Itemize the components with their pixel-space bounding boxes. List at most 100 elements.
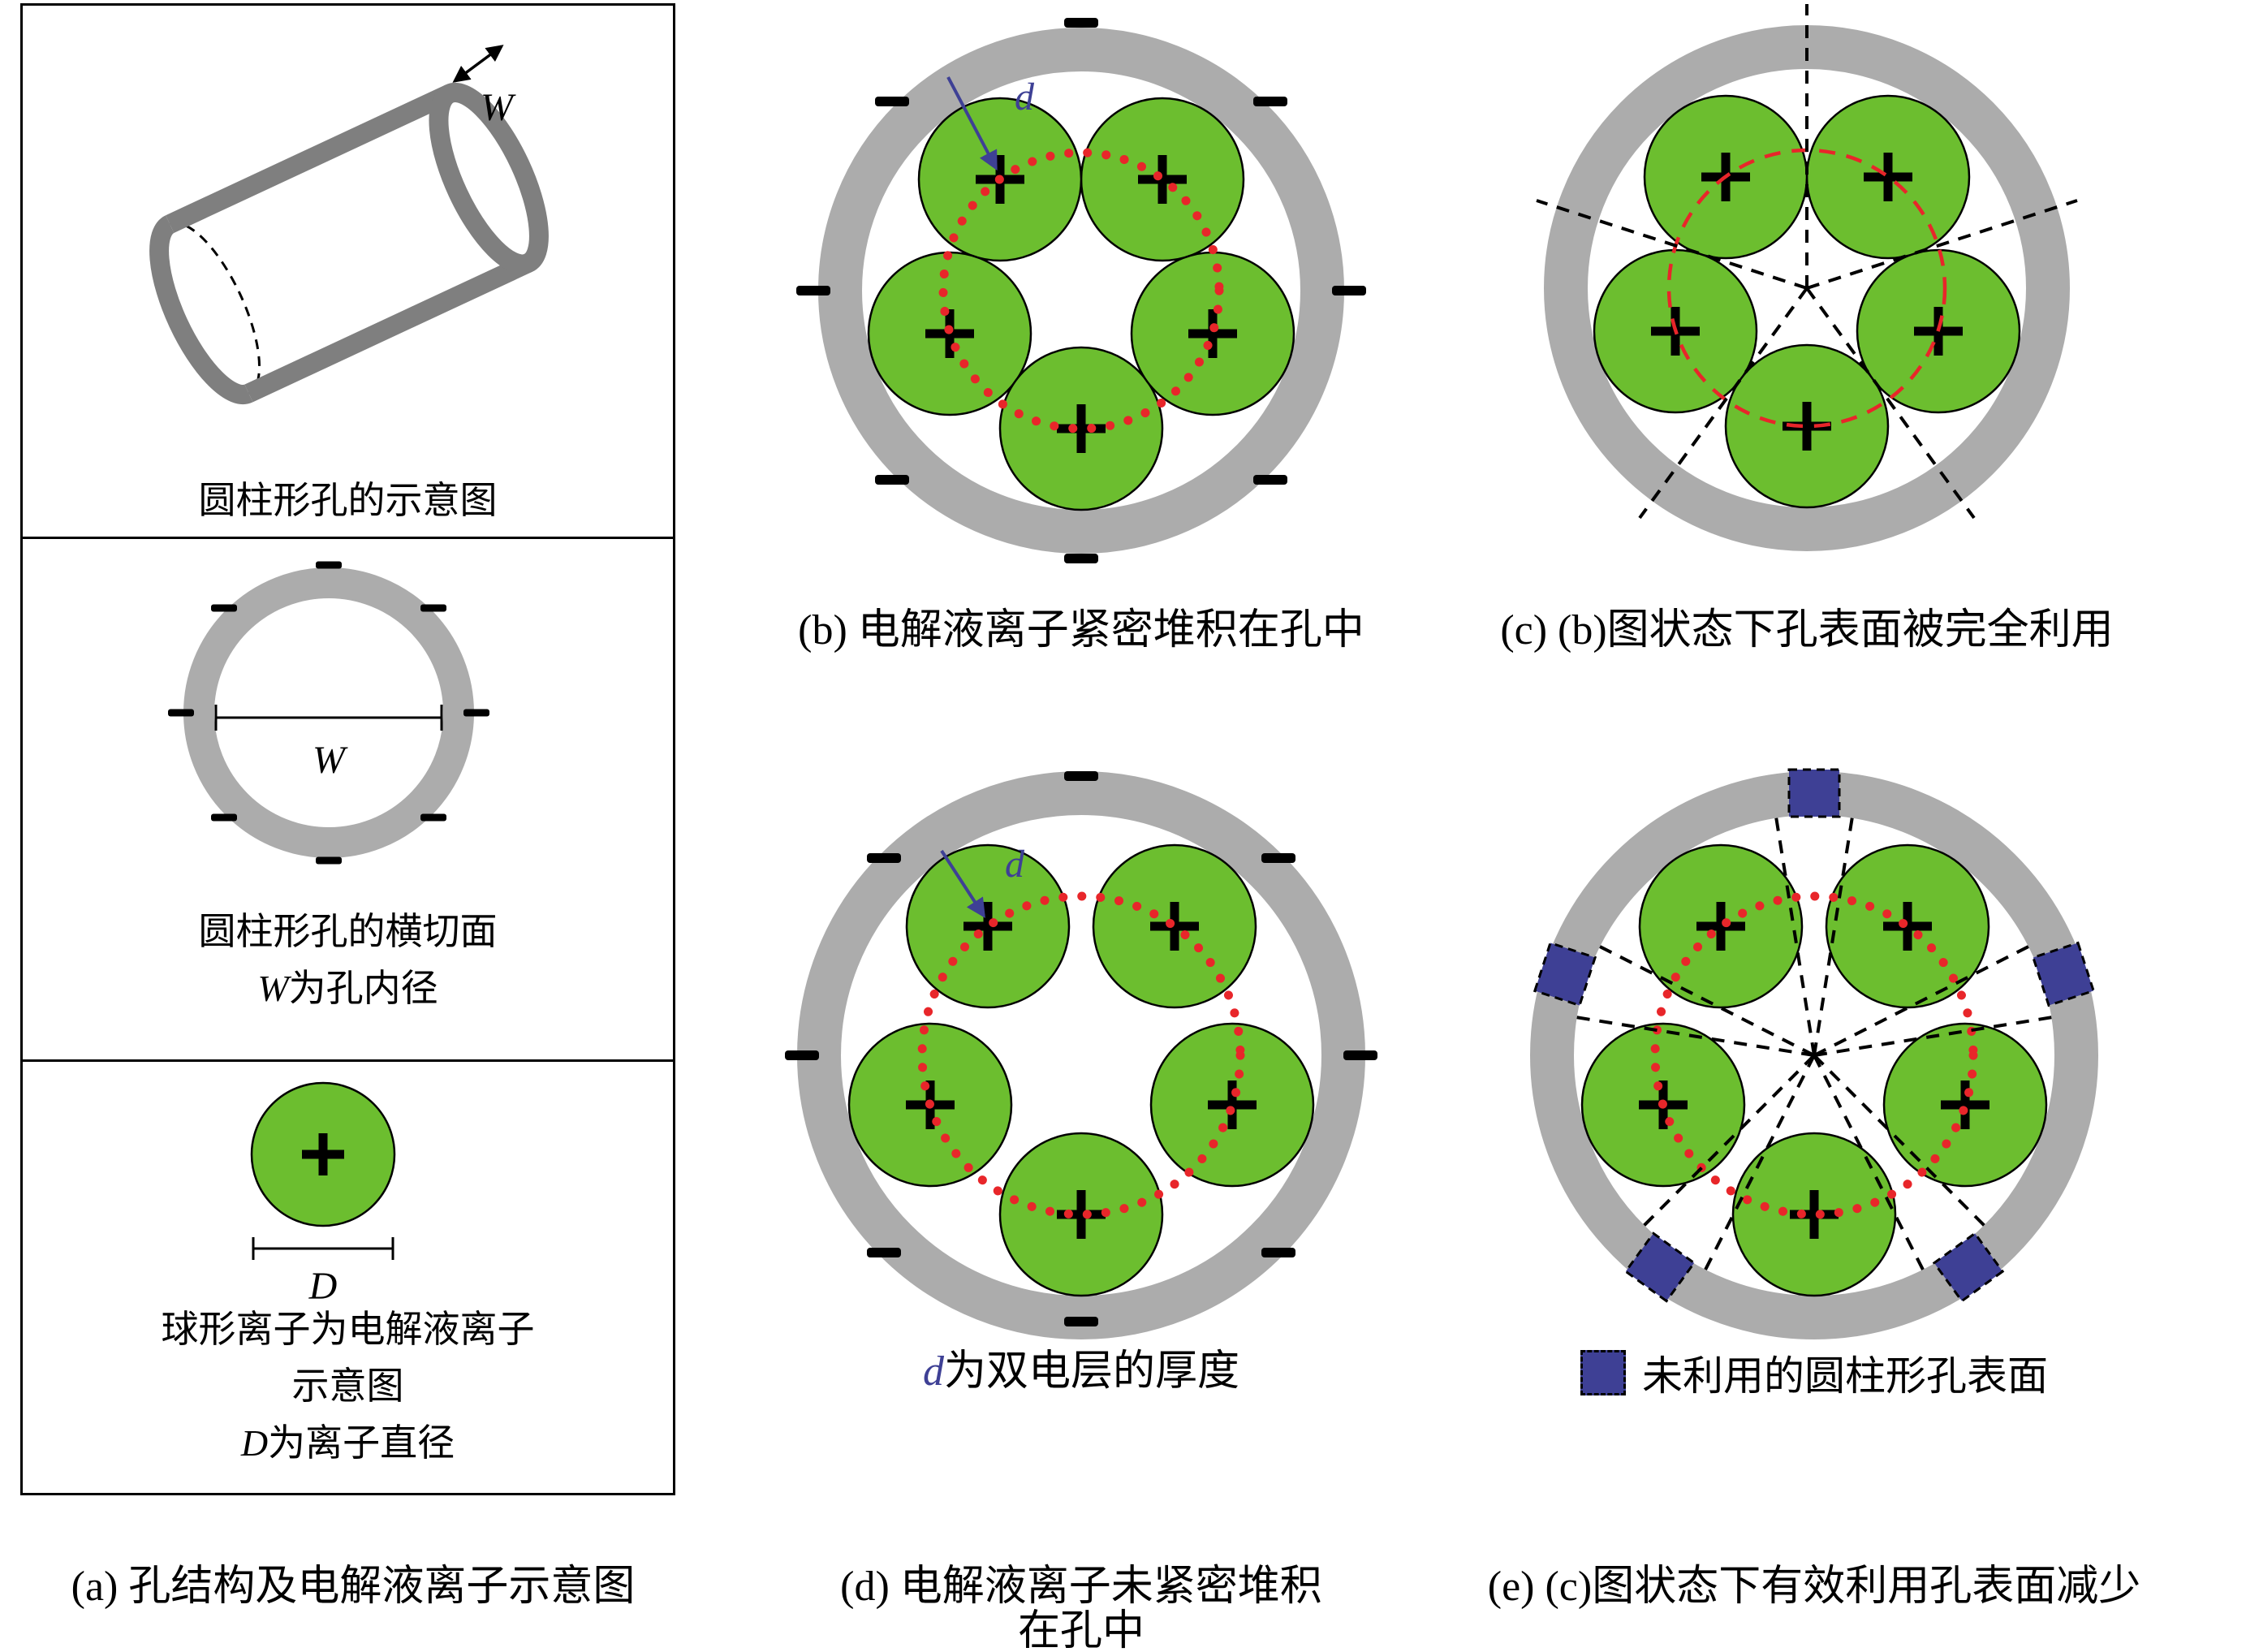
minus-sign <box>867 1248 901 1257</box>
electrolyte-ion <box>1884 1024 2046 1186</box>
electrolyte-ion <box>1132 252 1294 415</box>
minus-sign <box>796 286 830 295</box>
minus-sign <box>1261 853 1295 863</box>
panel-a-divider-2 <box>23 1059 673 1062</box>
minus-sign <box>211 813 237 822</box>
width-arrow <box>452 45 504 83</box>
unused-surface-marker <box>1787 768 1841 818</box>
minus-sign <box>1261 1248 1295 1257</box>
pore-wall-ring <box>818 28 1344 554</box>
panel-a-divider-1 <box>23 537 673 539</box>
panel-d-diagram: d <box>785 771 1377 1339</box>
double-layer-arrow <box>946 76 998 171</box>
electrolyte-ion <box>1826 845 1989 1007</box>
sector-divider-line <box>1806 199 2078 290</box>
minus-sign <box>875 97 909 106</box>
caption-panel-d-line2: 在孔中 <box>1017 1608 1145 1652</box>
sector-divider-line <box>1536 199 1808 290</box>
panel-a-frame <box>20 3 675 1495</box>
unused-surface-swatch <box>1580 1350 1626 1395</box>
minus-sign <box>1332 286 1366 295</box>
unused-sector-line <box>1813 816 1854 1056</box>
minus-sign <box>875 475 909 485</box>
minus-sign <box>1064 554 1098 563</box>
ion-centers-circle <box>938 148 1224 433</box>
cylinder-opening <box>429 82 549 274</box>
caption-ion-line3: D为离子直径 <box>20 1422 675 1465</box>
minus-sign <box>420 813 446 822</box>
electrolyte-ion <box>1151 1024 1313 1186</box>
panel-c-diagram <box>1536 4 2078 551</box>
unused-sector-line <box>1813 1055 1925 1272</box>
caption-ion-line2: 示意图 <box>291 1365 404 1407</box>
minus-sign <box>1064 771 1098 781</box>
electrolyte-ion <box>907 845 1069 1007</box>
caption-double-layer-text: 为双电层的厚度 <box>943 1348 1239 1395</box>
electrolyte-ion <box>1640 845 1802 1007</box>
minus-sign <box>316 856 342 865</box>
unused-sector-line <box>1597 944 1815 1057</box>
unused-sector-line <box>1575 1016 1815 1057</box>
caption-cross-section-line2: W为孔内径 <box>20 968 675 1011</box>
minus-sign <box>867 853 901 863</box>
electrolyte-ion <box>1726 345 1888 507</box>
ion-centers-circle <box>1650 891 1978 1219</box>
unused-surface-legend-label: 未利用的圆柱形孔表面 <box>1642 1353 2048 1399</box>
unused-surface-legend: 未利用的圆柱形孔表面 <box>1425 1344 2204 1402</box>
cylinder-wall-bottom <box>244 254 532 403</box>
electrolyte-ion-schematic: D <box>250 1081 396 1308</box>
caption-panel-a: (a) 孔结构及电解液离子示意图 <box>71 1564 636 1610</box>
ion-diameter-measure <box>252 1237 394 1260</box>
cylinder-pore-schematic: W <box>149 45 549 404</box>
minus-sign <box>168 709 194 717</box>
double-layer-arrow <box>940 849 985 919</box>
ion-centers-circle <box>917 891 1245 1219</box>
plus-sign <box>302 1133 344 1175</box>
panel-e-diagram <box>1530 768 2098 1339</box>
cylinder-width-label: W <box>481 86 516 129</box>
caption-panel-d-line1: (d) 电解液离子未紧密堆积 <box>840 1564 1322 1610</box>
caption-double-layer: d为双电层的厚度 <box>838 1348 1325 1396</box>
pore-wall-ring <box>1544 25 2070 551</box>
unused-sector-line <box>1703 1055 1816 1272</box>
cylinder-closed-end <box>149 215 253 404</box>
electrolyte-ion <box>1807 96 1969 258</box>
minus-sign <box>316 561 342 569</box>
electrolyte-ion <box>1733 1133 1895 1296</box>
unused-sector-line <box>1774 816 1816 1056</box>
minus-sign <box>211 604 237 612</box>
caption-cylinder: 圆柱形孔的示意图 <box>198 480 498 521</box>
sector-divider-line <box>1805 287 1976 520</box>
cylinder-hidden-edge <box>169 222 261 395</box>
minus-sign <box>1343 1050 1377 1060</box>
caption-panel-e: (e) (c)图状态下有效利用孔表面减少 <box>1487 1564 2141 1610</box>
sector-divider-line <box>1638 287 1808 520</box>
caption-panel-b: (b) 电解液离子紧密堆积在孔中 <box>798 607 1364 653</box>
pore-wall-ring <box>183 567 474 858</box>
pore-cross-section: W <box>168 561 489 865</box>
minus-sign <box>1064 1317 1098 1326</box>
unused-sector-line <box>1813 1054 1987 1228</box>
caption-w-text: 为孔内径 <box>288 968 438 1009</box>
caption-d-text: 为离子直径 <box>268 1422 455 1464</box>
inner-width-measure <box>214 705 443 731</box>
caption-ion-line1: 球形离子为电解液离子 <box>161 1309 535 1350</box>
caption-cross-section-line1: 圆柱形孔的横切面 <box>198 911 498 952</box>
panel-b-diagram: d <box>796 18 1366 563</box>
electrolyte-ion <box>1000 1133 1162 1296</box>
minus-sign <box>1253 97 1287 106</box>
caption-d-variable: D <box>240 1422 269 1464</box>
minus-sign <box>463 709 489 717</box>
double-layer-label: d <box>1005 843 1025 886</box>
double-layer-label: d <box>1015 75 1035 119</box>
ion-diameter-label: D <box>308 1265 338 1308</box>
minus-sign <box>1064 18 1098 28</box>
unused-sector-line <box>1813 1016 2054 1057</box>
electrolyte-ion <box>1093 845 1256 1007</box>
minus-sign <box>420 604 446 612</box>
unused-sector-line <box>1813 944 2031 1057</box>
electrolyte-ion <box>1000 347 1162 510</box>
caption-double-layer-variable: d <box>922 1348 944 1395</box>
